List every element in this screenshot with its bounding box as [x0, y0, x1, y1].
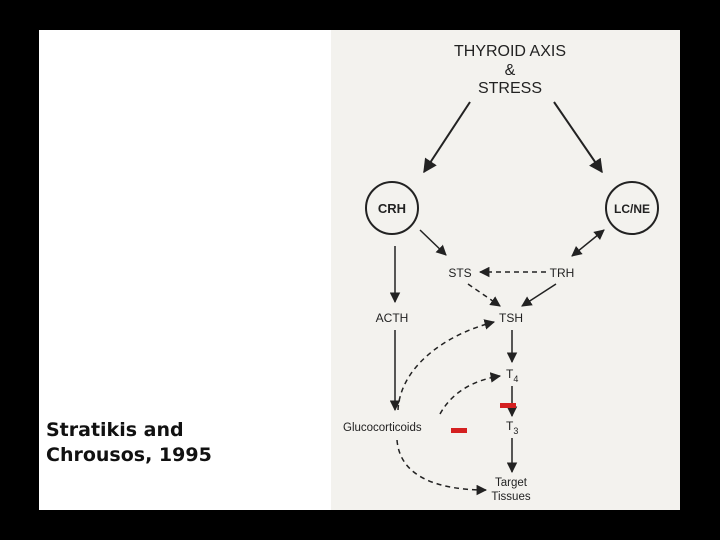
target-line-2: Tissues: [491, 491, 530, 503]
acth-label: ACTH: [376, 311, 409, 325]
crh-label: CRH: [378, 201, 406, 216]
lcne-label: LC/NE: [614, 202, 650, 216]
arrow-glucocorticoids-to-target-dashed: [396, 439, 488, 496]
t4-base: T: [506, 367, 514, 381]
tsh-label: TSH: [499, 311, 523, 325]
t4-subscript: 4: [513, 374, 518, 384]
citation-line-2: Chrousos, 1995: [46, 444, 212, 466]
inhibition-mark-left: [451, 428, 467, 433]
citation-line-1: Stratikis and: [46, 419, 184, 441]
arrow-lcne-trh: [571, 229, 605, 257]
diagram-scan-panel: [331, 30, 680, 510]
target-line-1: Target: [495, 477, 528, 489]
t3-base: T: [506, 419, 514, 433]
sts-label: STS: [448, 266, 471, 280]
t4-label: T4: [506, 367, 518, 384]
t3-label: T3: [506, 419, 518, 436]
arrow-sts-to-tsh-dashed: [467, 283, 501, 307]
diagram-title-line-1: THYROID AXIS: [454, 43, 566, 60]
arrow-trh-to-tsh: [521, 283, 557, 307]
t3-subscript: 3: [513, 426, 518, 436]
arrow-glucocorticoids-to-tsh-dashed: [397, 319, 496, 411]
crh-node: [365, 181, 419, 235]
arrow-crh-to-sts: [419, 229, 447, 256]
arrow-glucocorticoids-to-t4-dashed: [439, 372, 502, 415]
diagram-title-line-3: STRESS: [478, 80, 542, 97]
inhibition-mark-right: [500, 403, 516, 408]
arrow-title-to-lcne: [553, 101, 603, 174]
arrow-title-to-crh: [423, 101, 471, 174]
trh-label: TRH: [550, 266, 575, 280]
glucocorticoids-label: Glucocorticoids: [343, 422, 422, 434]
diagram-title-line-2: &: [505, 62, 516, 79]
citation: Stratikis and Chrousos, 1995: [46, 418, 286, 468]
lcne-node: [605, 181, 659, 235]
